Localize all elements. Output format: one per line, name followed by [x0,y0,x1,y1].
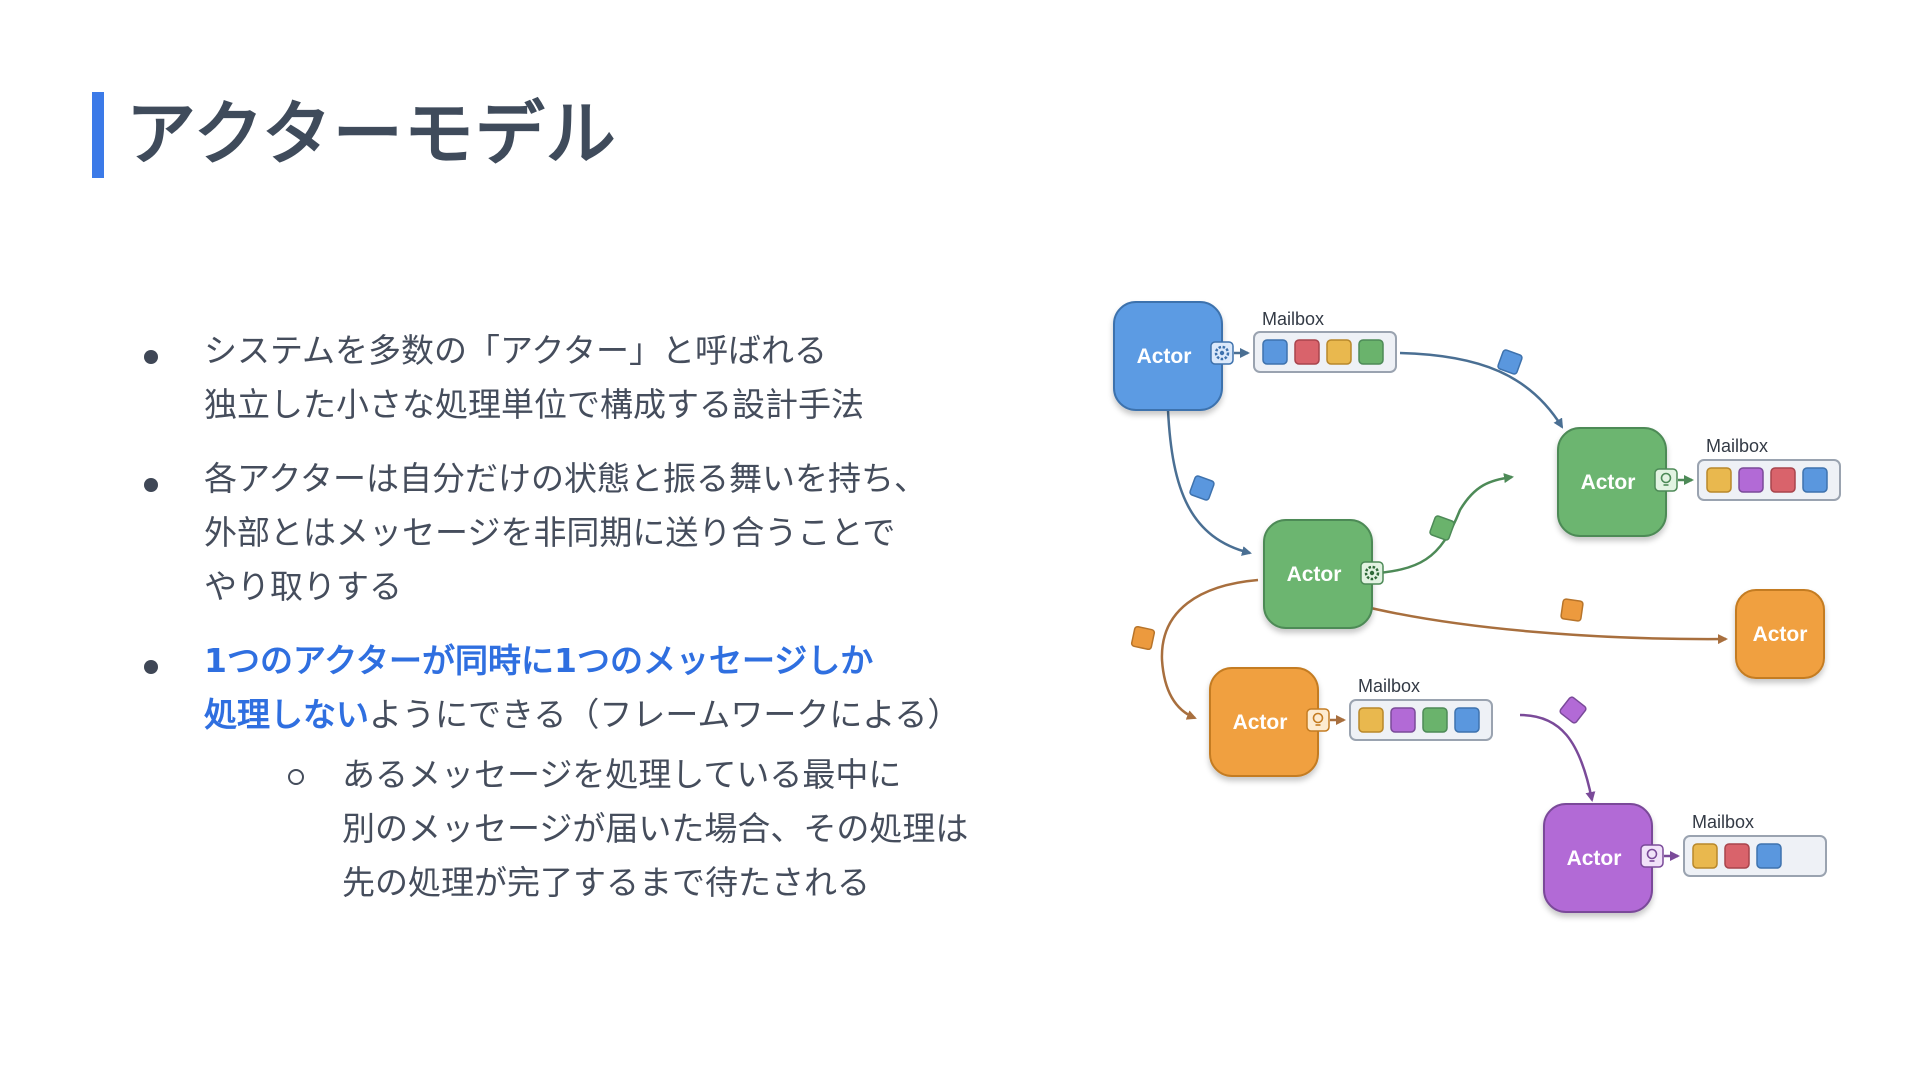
bullet-dot [144,350,158,364]
flying-message [1429,515,1455,541]
bullet-text: やり取りする [204,567,402,606]
sub-bullet-text: 先の処理が完了するまで待たされる [342,863,870,902]
lightbulb-icon [1640,844,1664,868]
actor-a6: Actor [1543,803,1653,913]
highlight-text: 処理しない [204,695,369,734]
queued-message [1738,467,1764,493]
flying-message [1189,475,1215,501]
arrow-a5-to-a6 [1519,713,1596,802]
actor-label: Actor [1137,345,1192,368]
queued-message [1724,843,1750,869]
actor-model-diagram: Actor Actor Actor Actor Actor Actor [1113,301,1841,913]
bullet-item: 各アクターは自分だけの状態と振る舞いを持ち、 外部とはメッセージを非同期に送り合… [140,452,1040,614]
queued-message [1390,707,1416,733]
actor-a3: Actor [1263,519,1373,629]
bullet-dot [144,478,158,492]
actor-a2: Actor [1557,427,1667,537]
in-flight-messages [1130,349,1587,724]
mailbox-a5: Mailbox [1349,676,1493,741]
sub-bullet-text: あるメッセージを処理している最中に [342,755,902,794]
arrow-a3-to-a5 [1160,578,1259,720]
bullet-item: システムを多数の「アクター」と呼ばれる 独立した小さな処理単位で構成する設計手法 [140,324,1040,432]
arrow-a1-to-a2 [1399,351,1564,429]
actor-a4: Actor [1735,589,1825,679]
highlight-text: 1つのアクターが同時に1つのメッセージしか [204,641,874,680]
message-flow-arrows [1160,351,1728,802]
actor-label: Actor [1581,471,1636,494]
arrow-a3-to-a4 [1357,603,1728,645]
actor-box [1735,589,1825,679]
mailbox-label: Mailbox [1262,309,1324,329]
lightbulb-icon [1306,708,1330,732]
mailbox-label: Mailbox [1358,676,1420,696]
lightbulb-icon [1654,468,1678,492]
actor-a1: Actor [1113,301,1223,411]
bullet-text-rest: ようにできる（フレームワークによる） [369,695,961,734]
bullet-dot [144,660,158,674]
bullet-text: 1つのアクターが同時に1つのメッセージしか [204,634,1040,688]
mailbox-a1: Mailbox [1253,309,1397,373]
mailbox-arrows [1234,348,1694,861]
queued-message [1294,339,1320,365]
gear-icon [1360,561,1384,585]
mailbox-label: Mailbox [1706,436,1768,456]
bullet-text: 外部とはメッセージを非同期に送り合うことで [204,513,896,552]
queued-message [1326,339,1352,365]
queued-message [1802,467,1828,493]
bullet-text: 独立した小さな処理単位で構成する設計手法 [204,385,864,424]
bullet-list: システムを多数の「アクター」と呼ばれる 独立した小さな処理単位で構成する設計手法… [140,324,1040,930]
mailbox-label: Mailbox [1692,812,1754,832]
actor-label: Actor [1567,847,1622,870]
queued-message [1770,467,1796,493]
queued-message [1756,843,1782,869]
actor-label: Actor [1233,711,1288,734]
page-title: アクターモデル [126,93,617,175]
bullet-item: 1つのアクターが同時に1つのメッセージしか 処理しないようにできる（フレームワー… [140,634,1040,910]
sub-bullet-item: あるメッセージを処理している最中に 別のメッセージが届いた場合、その処理は 先の… [204,748,1040,910]
mailbox-queue [1683,835,1827,877]
queued-message [1262,339,1288,365]
queued-message [1422,707,1448,733]
queued-message [1358,707,1384,733]
queued-message [1454,707,1480,733]
bullet-text: 各アクターは自分だけの状態と振る舞いを持ち、 [204,459,928,498]
flying-message [1130,625,1156,651]
flying-message [1559,696,1587,724]
bullet-text: システムを多数の「アクター」と呼ばれる [204,331,828,370]
actor-label: Actor [1287,563,1342,586]
actor-a5: Actor [1209,667,1319,777]
arrow-a1-to-a3 [1166,409,1252,556]
queued-message [1706,467,1732,493]
actor-label: Actor [1753,623,1808,646]
sub-bullet-circle [288,769,304,785]
flying-message [1560,598,1584,622]
arrow-a3-to-a2 [1367,473,1514,576]
sub-bullet-text: 別のメッセージが届いた場合、その処理は [342,809,969,848]
gear-icon [1210,341,1234,365]
mailbox-a6: Mailbox [1683,812,1827,877]
queued-message [1692,843,1718,869]
flying-message [1497,349,1523,375]
mailbox-a2: Mailbox [1697,436,1841,501]
queued-message [1358,339,1384,365]
title-accent-bar [92,92,104,178]
bullet-text: 処理しないようにできる（フレームワークによる） [204,688,1040,742]
